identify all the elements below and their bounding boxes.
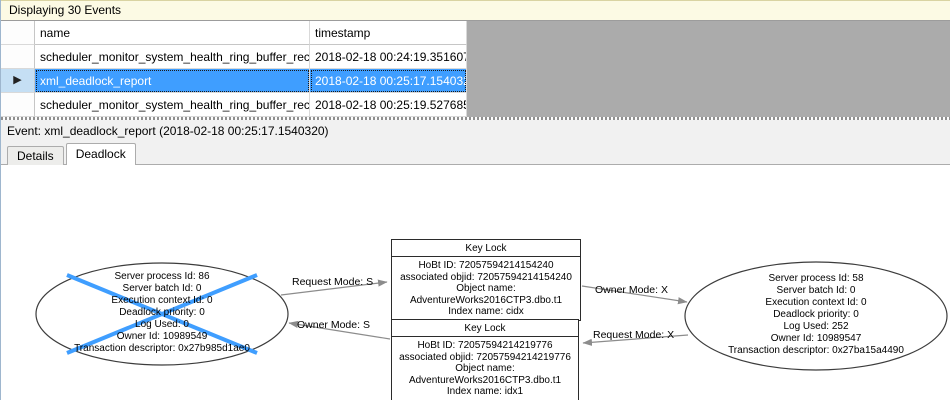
cell-name[interactable]: xml_deadlock_report xyxy=(35,69,310,93)
row-header-cell[interactable] xyxy=(1,45,35,69)
process-attr: Log Used: 252 xyxy=(783,321,849,332)
process-attr: Log Used: 0 xyxy=(135,319,189,330)
row-header-cell[interactable] xyxy=(1,93,35,117)
lock-attr: Index name: idx1 xyxy=(446,386,524,397)
process-attr: Transaction descriptor: 0x27ba15a4490 xyxy=(728,345,904,356)
process-attr: Deadlock priority: 0 xyxy=(773,309,859,320)
cell-timestamp[interactable]: 2018-02-18 00:25:17.1540320 xyxy=(310,69,467,93)
process-attr: Owner Id: 10989549 xyxy=(116,331,208,342)
column-header-name[interactable]: name xyxy=(35,21,310,45)
edge-label-owner-x: Owner Mode: X xyxy=(595,284,668,296)
lock-attr: HoBt ID: 72057594214154240 xyxy=(418,260,554,271)
process-attr: Owner Id: 10989547 xyxy=(770,333,862,344)
grid-corner-cell xyxy=(1,21,35,45)
lock-attr: HoBt ID: 72057594214219776 xyxy=(417,340,553,351)
event-caption-bar: Event: xml_deadlock_report (2018-02-18 0… xyxy=(1,120,950,143)
tab-deadlock[interactable]: Deadlock xyxy=(65,143,136,165)
edge-request-s-arrow xyxy=(280,279,388,296)
process-attr: Server process Id: 58 xyxy=(768,273,864,284)
events-count-label: Displaying 30 Events xyxy=(9,3,122,17)
cell-name[interactable]: scheduler_monitor_system_health_ring_buf… xyxy=(35,93,310,117)
table-row-selected[interactable]: ▶ xml_deadlock_report 2018-02-18 00:25:1… xyxy=(1,69,950,93)
lock-attr: Object name: AdventureWorks2016CTP3.dbo.… xyxy=(409,283,563,306)
process-node-left-text: Server process Id: 86 Server batch Id: 0… xyxy=(42,271,282,355)
events-grid: name timestamp scheduler_monitor_system_… xyxy=(1,21,950,117)
lock-node-bottom[interactable]: Key Lock HoBt ID: 72057594214219776 asso… xyxy=(391,319,579,400)
process-attr: Server process Id: 86 xyxy=(114,271,210,282)
cell-name[interactable]: scheduler_monitor_system_health_ring_buf… xyxy=(35,45,310,69)
table-row[interactable]: scheduler_monitor_system_health_ring_buf… xyxy=(1,93,950,117)
grid-header-row: name timestamp xyxy=(1,21,950,45)
edge-label-request-s: Request Mode: S xyxy=(292,276,374,288)
process-attr: Server batch Id: 0 xyxy=(122,283,202,294)
lock-attr: Object name: AdventureWorks2016CTP3.dbo.… xyxy=(408,363,562,386)
lock-node-top[interactable]: Key Lock HoBt ID: 72057594214154240 asso… xyxy=(391,239,581,321)
pane-splitter[interactable] xyxy=(1,117,950,120)
table-row[interactable]: scheduler_monitor_system_health_ring_buf… xyxy=(1,45,950,69)
lock-attr: associated objid: 72057594214219776 xyxy=(399,351,571,363)
cell-timestamp[interactable]: 2018-02-18 00:25:19.5276859 xyxy=(310,93,467,117)
lock-node-title: Key Lock xyxy=(392,240,580,257)
tab-details[interactable]: Details xyxy=(7,146,64,165)
lock-attr: Index name: cidx xyxy=(448,306,524,317)
grid-row-filler xyxy=(467,45,950,69)
column-header-timestamp[interactable]: timestamp xyxy=(310,21,467,45)
process-attr: Execution context Id: 0 xyxy=(111,295,213,306)
row-header-cell[interactable]: ▶ xyxy=(1,69,35,93)
process-node-right-ellipse[interactable] xyxy=(684,261,948,371)
edge-owner-x-arrow xyxy=(581,285,688,305)
grid-row-filler xyxy=(467,69,950,93)
edge-owner-s-arrow xyxy=(288,320,391,340)
process-node-right-text: Server process Id: 58 Server batch Id: 0… xyxy=(696,273,936,357)
victim-cross-line xyxy=(66,273,258,355)
edge-request-x-arrow xyxy=(582,334,689,346)
deadlock-graph-svg xyxy=(35,261,948,371)
cell-timestamp[interactable]: 2018-02-18 00:24:19.3516078 xyxy=(310,45,467,69)
deadlock-graph-canvas: Server process Id: 86 Server batch Id: 0… xyxy=(1,165,950,400)
grid-row-filler xyxy=(467,93,950,117)
event-caption-label: Event: xml_deadlock_report (2018-02-18 0… xyxy=(7,124,329,138)
process-attr: Server batch Id: 0 xyxy=(776,285,856,296)
events-count-bar: Displaying 30 Events xyxy=(1,0,950,21)
lock-node-body: HoBt ID: 72057594214219776 associated ob… xyxy=(392,337,578,400)
process-attr: Execution context Id: 0 xyxy=(765,297,867,308)
edge-label-owner-s: Owner Mode: S xyxy=(297,319,370,331)
lock-node-body: HoBt ID: 72057594214154240 associated ob… xyxy=(392,257,580,320)
lock-attr: associated objid: 72057594214154240 xyxy=(400,271,572,283)
grid-header-filler xyxy=(467,21,950,45)
process-attr: Deadlock priority: 0 xyxy=(119,307,205,318)
process-attr: Transaction descriptor: 0x27b985d1ae0 xyxy=(74,343,250,354)
detail-tabstrip: Details Deadlock xyxy=(1,143,950,165)
current-row-indicator-icon: ▶ xyxy=(13,74,22,86)
lock-node-title: Key Lock xyxy=(392,320,578,337)
edge-label-request-x: Request Mode: X xyxy=(593,329,675,341)
